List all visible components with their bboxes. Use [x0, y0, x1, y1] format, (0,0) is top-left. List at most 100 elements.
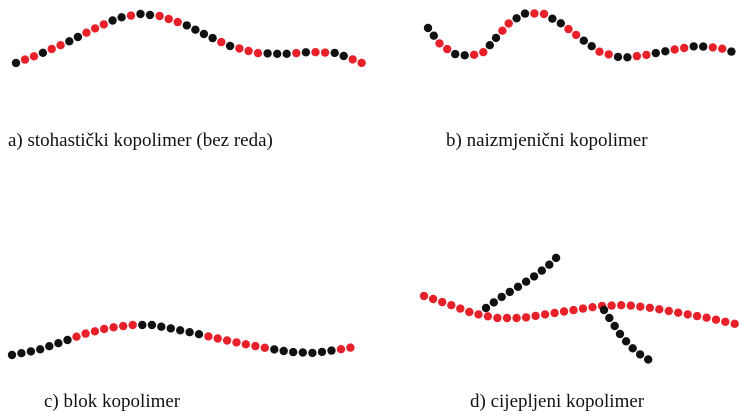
red-monomer [292, 48, 301, 58]
red-monomer [235, 44, 244, 53]
red-monomer [109, 323, 118, 332]
black-monomer [308, 348, 317, 358]
black-monomer [208, 33, 217, 43]
red-monomer [626, 301, 635, 310]
black-monomer [481, 303, 491, 313]
black-monomer [273, 49, 282, 58]
alternating-copolymer-chain [423, 9, 736, 62]
red-monomer [357, 58, 366, 68]
black-monomer [26, 347, 36, 356]
black-monomer [505, 287, 514, 297]
black-monomer [36, 345, 45, 354]
red-monomer [443, 44, 452, 54]
red-monomer [241, 340, 251, 349]
black-monomer [38, 48, 48, 57]
red-monomer [99, 20, 109, 29]
black-monomer [699, 42, 708, 51]
red-monomer [244, 46, 253, 56]
graft-main-chain [419, 291, 739, 328]
red-monomer [674, 308, 683, 317]
black-monomer [451, 49, 460, 59]
red-monomer [222, 336, 232, 345]
black-monomer [117, 13, 126, 22]
red-monomer [336, 345, 346, 354]
red-monomer [655, 305, 664, 314]
red-monomer [90, 24, 100, 33]
black-monomer [282, 49, 291, 58]
black-monomer [54, 339, 63, 348]
black-monomer [145, 10, 155, 20]
red-monomer [456, 304, 465, 313]
black-monomer [521, 277, 531, 286]
black-monomer [548, 14, 557, 23]
black-monomer [157, 322, 166, 331]
black-monomer [298, 348, 307, 357]
black-monomer [138, 320, 147, 330]
black-monomer [551, 253, 561, 263]
black-monomer [512, 14, 521, 23]
red-monomer [251, 341, 260, 351]
red-monomer [711, 315, 721, 324]
red-monomer [232, 338, 241, 347]
red-monomer [683, 310, 692, 319]
red-monomer [521, 313, 531, 322]
caption-random-copolymer: a) stohastički kopolimer (bez reda) [8, 130, 273, 151]
red-monomer [260, 343, 269, 352]
black-monomer [529, 272, 539, 281]
black-monomer [301, 48, 311, 57]
black-monomer [423, 23, 433, 33]
red-monomer [164, 14, 173, 24]
red-monomer [498, 26, 507, 35]
red-monomer [564, 24, 573, 34]
black-monomer [330, 48, 339, 58]
red-monomer [718, 44, 727, 53]
black-monomer [635, 350, 645, 359]
red-monomer [320, 48, 330, 57]
red-monomer [578, 304, 588, 313]
red-monomer [539, 9, 549, 19]
red-monomer [447, 301, 456, 310]
red-monomer [721, 317, 730, 326]
red-monomer [531, 311, 540, 321]
red-monomer [493, 313, 502, 323]
black-monomer [263, 49, 272, 58]
red-monomer [253, 48, 263, 58]
red-monomer [595, 47, 604, 56]
red-monomer [607, 301, 616, 310]
red-monomer [540, 310, 550, 319]
red-monomer [692, 311, 702, 321]
black-monomer [65, 37, 74, 46]
red-monomer [569, 305, 578, 315]
black-monomer [225, 41, 235, 51]
red-monomer [550, 308, 559, 318]
red-monomer [346, 343, 355, 352]
black-monomer [17, 349, 26, 358]
black-monomer [176, 326, 185, 335]
red-monomer [128, 320, 137, 330]
red-monomer [47, 44, 56, 54]
black-monomer [11, 58, 21, 68]
red-monomer [126, 11, 136, 20]
red-monomer [588, 303, 597, 312]
red-monomer [82, 28, 91, 37]
black-monomer [497, 292, 506, 302]
red-monomer [512, 313, 521, 323]
black-monomer [661, 47, 670, 56]
black-monomer [489, 298, 498, 307]
copolymer-chains [7, 9, 739, 364]
red-monomer [474, 310, 483, 319]
black-monomer [613, 52, 623, 62]
red-monomer [604, 50, 613, 59]
red-monomer [428, 294, 438, 304]
red-monomer [702, 313, 711, 322]
black-monomer [270, 345, 279, 354]
red-monomer [632, 51, 642, 61]
red-monomer [217, 37, 226, 47]
black-monomer [199, 29, 209, 39]
caption-graft-copolymer: d) cijepljeni kopolimer [470, 391, 645, 412]
black-monomer [191, 25, 200, 34]
red-monomer [504, 19, 513, 28]
black-monomer [545, 260, 554, 269]
graft-branch-lower [599, 305, 653, 364]
